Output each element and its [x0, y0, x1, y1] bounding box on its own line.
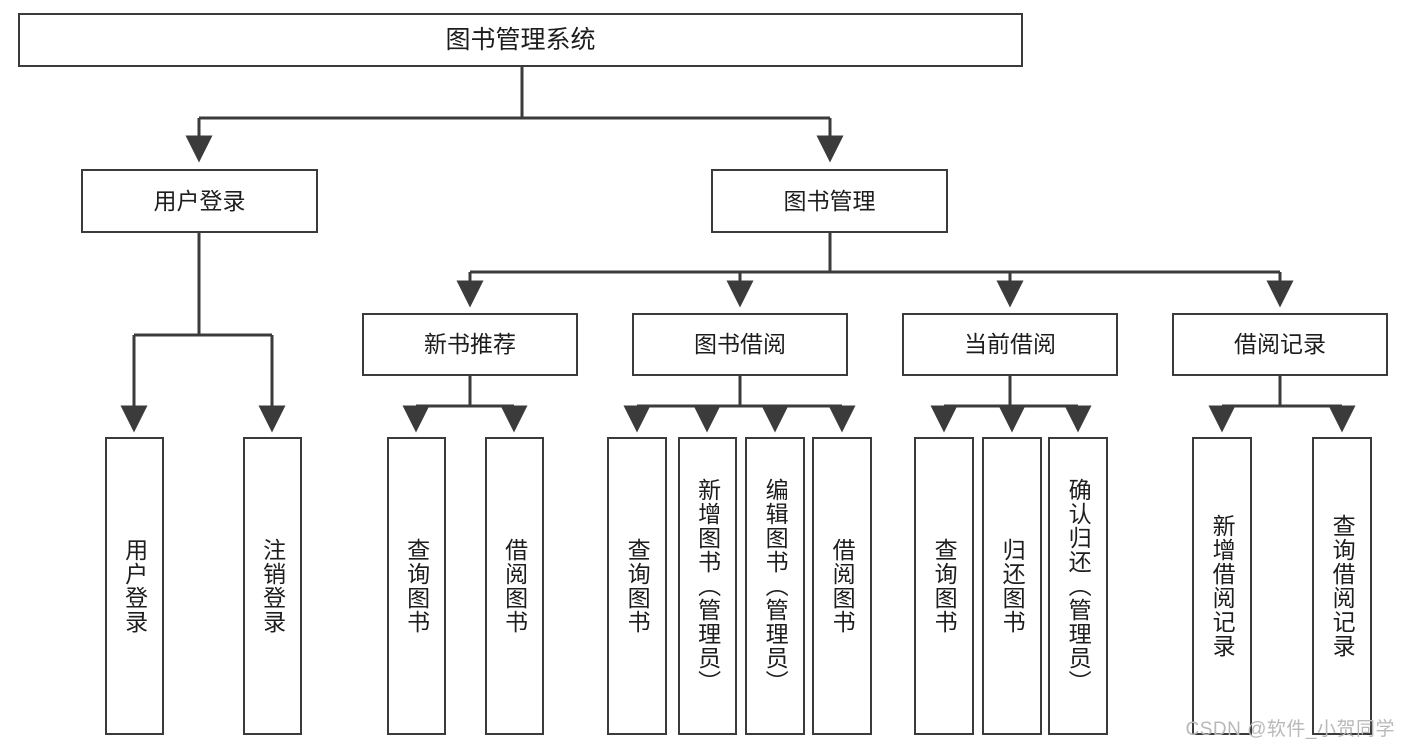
node-label: 当前借阅 — [964, 331, 1056, 358]
node-label: 查询图书 — [403, 538, 430, 634]
leaf-current-confirm-return-admin[interactable]: 确认归还（管理员） — [1048, 437, 1108, 735]
leaf-user-login-logout[interactable]: 注销登录 — [243, 437, 302, 735]
node-label: 用户登录 — [153, 187, 246, 214]
node-label: 新书推荐 — [424, 331, 516, 358]
node-label: 查询图书 — [931, 538, 958, 634]
node-root-system[interactable]: 图书管理系统 — [18, 13, 1023, 67]
leaf-current-query-book[interactable]: 查询图书 — [914, 437, 974, 735]
node-label: 查询图书 — [624, 538, 651, 634]
node-borrow-record[interactable]: 借阅记录 — [1172, 313, 1388, 376]
node-new-book-recommend[interactable]: 新书推荐 — [362, 313, 578, 376]
node-label: 确认归还（管理员） — [1065, 478, 1092, 694]
node-label: 编辑图书（管理员） — [762, 478, 789, 694]
node-book-management[interactable]: 图书管理 — [711, 169, 948, 233]
leaf-borrow-edit-book-admin[interactable]: 编辑图书（管理员） — [745, 437, 805, 735]
node-label: 借阅记录 — [1234, 331, 1326, 358]
node-label: 归还图书 — [999, 538, 1026, 634]
leaf-recommend-borrow-book[interactable]: 借阅图书 — [485, 437, 544, 735]
node-label: 新增借阅记录 — [1209, 514, 1236, 658]
leaf-borrow-add-book-admin[interactable]: 新增图书（管理员） — [678, 437, 737, 735]
node-label: 新增图书（管理员） — [694, 478, 721, 694]
node-label: 图书管理 — [783, 187, 876, 214]
node-label: 借阅图书 — [501, 538, 528, 634]
node-label: 图书管理系统 — [445, 25, 596, 54]
leaf-recommend-query-book[interactable]: 查询图书 — [387, 437, 446, 735]
node-book-borrow[interactable]: 图书借阅 — [632, 313, 848, 376]
node-label: 查询借阅记录 — [1329, 514, 1356, 658]
leaf-borrow-borrow-book[interactable]: 借阅图书 — [812, 437, 872, 735]
leaf-current-return-book[interactable]: 归还图书 — [982, 437, 1042, 735]
node-label: 借阅图书 — [829, 538, 856, 634]
node-label: 注销登录 — [259, 538, 286, 634]
node-label: 图书借阅 — [694, 331, 786, 358]
leaf-user-login-login[interactable]: 用户登录 — [105, 437, 164, 735]
leaf-record-add-record[interactable]: 新增借阅记录 — [1192, 437, 1252, 735]
leaf-borrow-query-book[interactable]: 查询图书 — [607, 437, 667, 735]
node-label: 用户登录 — [121, 538, 148, 634]
node-current-borrow[interactable]: 当前借阅 — [902, 313, 1118, 376]
node-user-login[interactable]: 用户登录 — [81, 169, 318, 233]
leaf-record-query-record[interactable]: 查询借阅记录 — [1312, 437, 1372, 735]
